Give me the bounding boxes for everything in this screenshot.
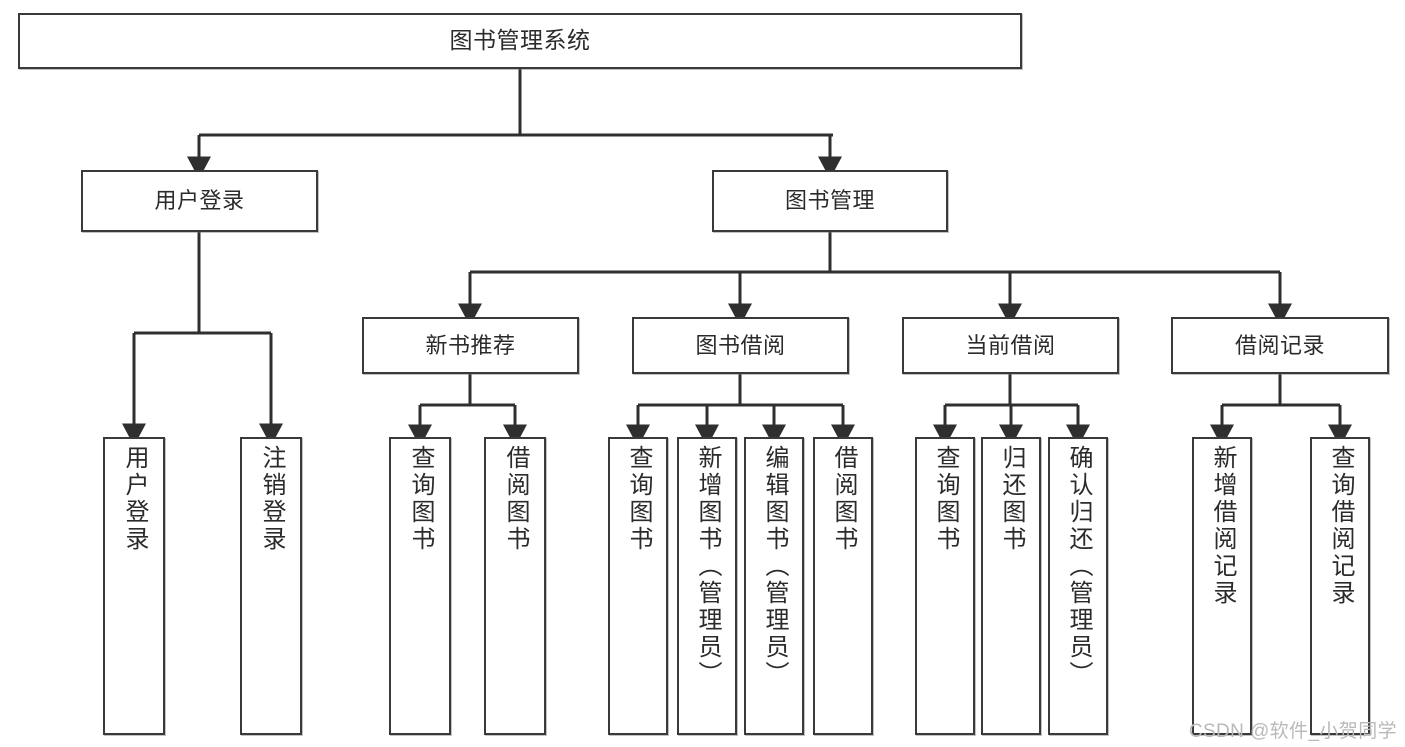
leaf-add-book[interactable]: 新增图书（管理员） bbox=[677, 437, 737, 735]
node-book-manage-label: 图书管理 bbox=[784, 188, 875, 214]
leaf-confirm-return[interactable]: 确认归还（管理员） bbox=[1048, 437, 1108, 735]
leaf-add-record[interactable]: 新增借阅记录 bbox=[1192, 437, 1252, 735]
leaf-borrow-book-2[interactable]: 借阅图书 bbox=[813, 437, 873, 735]
node-user-login[interactable]: 用户登录 bbox=[81, 170, 318, 232]
node-borrow-record-label: 借阅记录 bbox=[1234, 332, 1325, 358]
node-root-label: 图书管理系统 bbox=[449, 27, 591, 54]
leaf-user-login[interactable]: 用户登录 bbox=[103, 437, 165, 735]
leaf-query-book-2[interactable]: 查询图书 bbox=[608, 437, 668, 735]
leaf-edit-book[interactable]: 编辑图书（管理员） bbox=[744, 437, 804, 735]
node-current-borrow-label: 当前借阅 bbox=[965, 332, 1056, 358]
node-current-borrow[interactable]: 当前借阅 bbox=[902, 317, 1119, 374]
leaf-logout-label: 注销登录 bbox=[258, 445, 285, 553]
leaf-query-record-label: 查询借阅记录 bbox=[1327, 445, 1354, 607]
leaf-user-login-label: 用户登录 bbox=[121, 445, 148, 553]
leaf-query-book-1-label: 查询图书 bbox=[407, 445, 434, 553]
node-book-borrow-label: 图书借阅 bbox=[695, 332, 786, 358]
csdn-watermark: CSDN @软件_小贺同学 bbox=[1188, 721, 1397, 742]
leaf-borrow-book-2-label: 借阅图书 bbox=[830, 445, 857, 553]
node-book-manage[interactable]: 图书管理 bbox=[712, 170, 948, 232]
leaf-query-record[interactable]: 查询借阅记录 bbox=[1310, 437, 1370, 735]
node-new-book-rec[interactable]: 新书推荐 bbox=[362, 317, 579, 374]
leaf-query-book-2-label: 查询图书 bbox=[625, 445, 652, 553]
leaf-edit-book-label: 编辑图书（管理员） bbox=[761, 445, 788, 688]
node-borrow-record[interactable]: 借阅记录 bbox=[1171, 317, 1389, 374]
node-new-book-rec-label: 新书推荐 bbox=[425, 332, 516, 358]
leaf-return-book-label: 归还图书 bbox=[998, 445, 1025, 553]
node-root[interactable]: 图书管理系统 bbox=[18, 13, 1022, 69]
leaf-logout[interactable]: 注销登录 bbox=[240, 437, 302, 735]
leaf-confirm-return-label: 确认归还（管理员） bbox=[1065, 445, 1092, 688]
leaf-query-book-3-label: 查询图书 bbox=[932, 445, 959, 553]
leaf-query-book-3[interactable]: 查询图书 bbox=[915, 437, 975, 735]
leaf-borrow-book-1-label: 借阅图书 bbox=[502, 445, 529, 553]
node-book-borrow[interactable]: 图书借阅 bbox=[632, 317, 849, 374]
node-user-login-label: 用户登录 bbox=[154, 188, 245, 214]
leaf-return-book[interactable]: 归还图书 bbox=[981, 437, 1041, 735]
leaf-add-book-label: 新增图书（管理员） bbox=[694, 445, 721, 688]
leaf-borrow-book-1[interactable]: 借阅图书 bbox=[484, 437, 546, 735]
leaf-add-record-label: 新增借阅记录 bbox=[1209, 445, 1236, 607]
leaf-query-book-1[interactable]: 查询图书 bbox=[389, 437, 451, 735]
